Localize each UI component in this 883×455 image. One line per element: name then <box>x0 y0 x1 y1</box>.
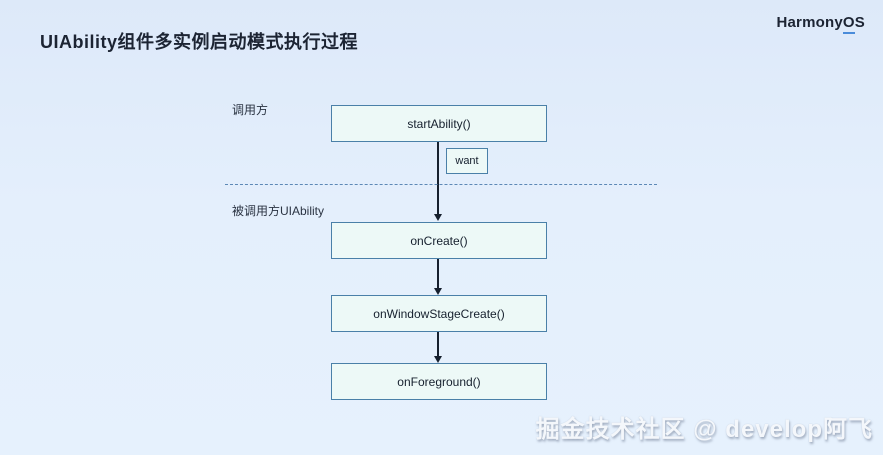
flow-box-label: onWindowStageCreate() <box>373 306 505 321</box>
flow-arrow <box>434 259 442 295</box>
flow-box-onwindowstagecreate: onWindowStageCreate() <box>331 295 547 332</box>
flow-box-label: startAbility() <box>407 116 471 131</box>
want-param-label: want <box>455 155 479 167</box>
flow-arrow <box>434 142 442 221</box>
flow-box-onforeground: onForeground() <box>331 363 547 400</box>
flow-box-label: onCreate() <box>410 233 468 248</box>
want-param-box: want <box>446 148 488 174</box>
brand-text-suffix: S <box>854 14 865 31</box>
callee-lane-label: 被调用方UIAbility <box>232 204 325 218</box>
arrow-head-icon <box>434 288 442 295</box>
lifeline-divider <box>225 184 657 185</box>
flow-box-oncreate: onCreate() <box>331 222 547 259</box>
arrow-head-icon <box>434 214 442 221</box>
arrow-line <box>437 142 439 214</box>
caller-lane-label: 调用方 <box>232 103 269 117</box>
arrow-line <box>437 332 439 356</box>
arrow-head-icon <box>434 356 442 363</box>
brand-text-prefix: Harmony <box>776 14 843 31</box>
harmonyos-logo: HarmonyOS <box>776 14 865 34</box>
watermark: 掘金技术社区 @ develop阿飞 <box>535 416 873 443</box>
arrow-line <box>437 259 439 288</box>
page-title: UIAbility组件多实例启动模式执行过程 <box>40 32 359 52</box>
brand-letter-o: O <box>842 14 855 34</box>
flow-box-label: onForeground() <box>397 374 481 389</box>
flow-box-startability: startAbility() <box>331 105 547 142</box>
flow-arrow <box>434 332 442 363</box>
